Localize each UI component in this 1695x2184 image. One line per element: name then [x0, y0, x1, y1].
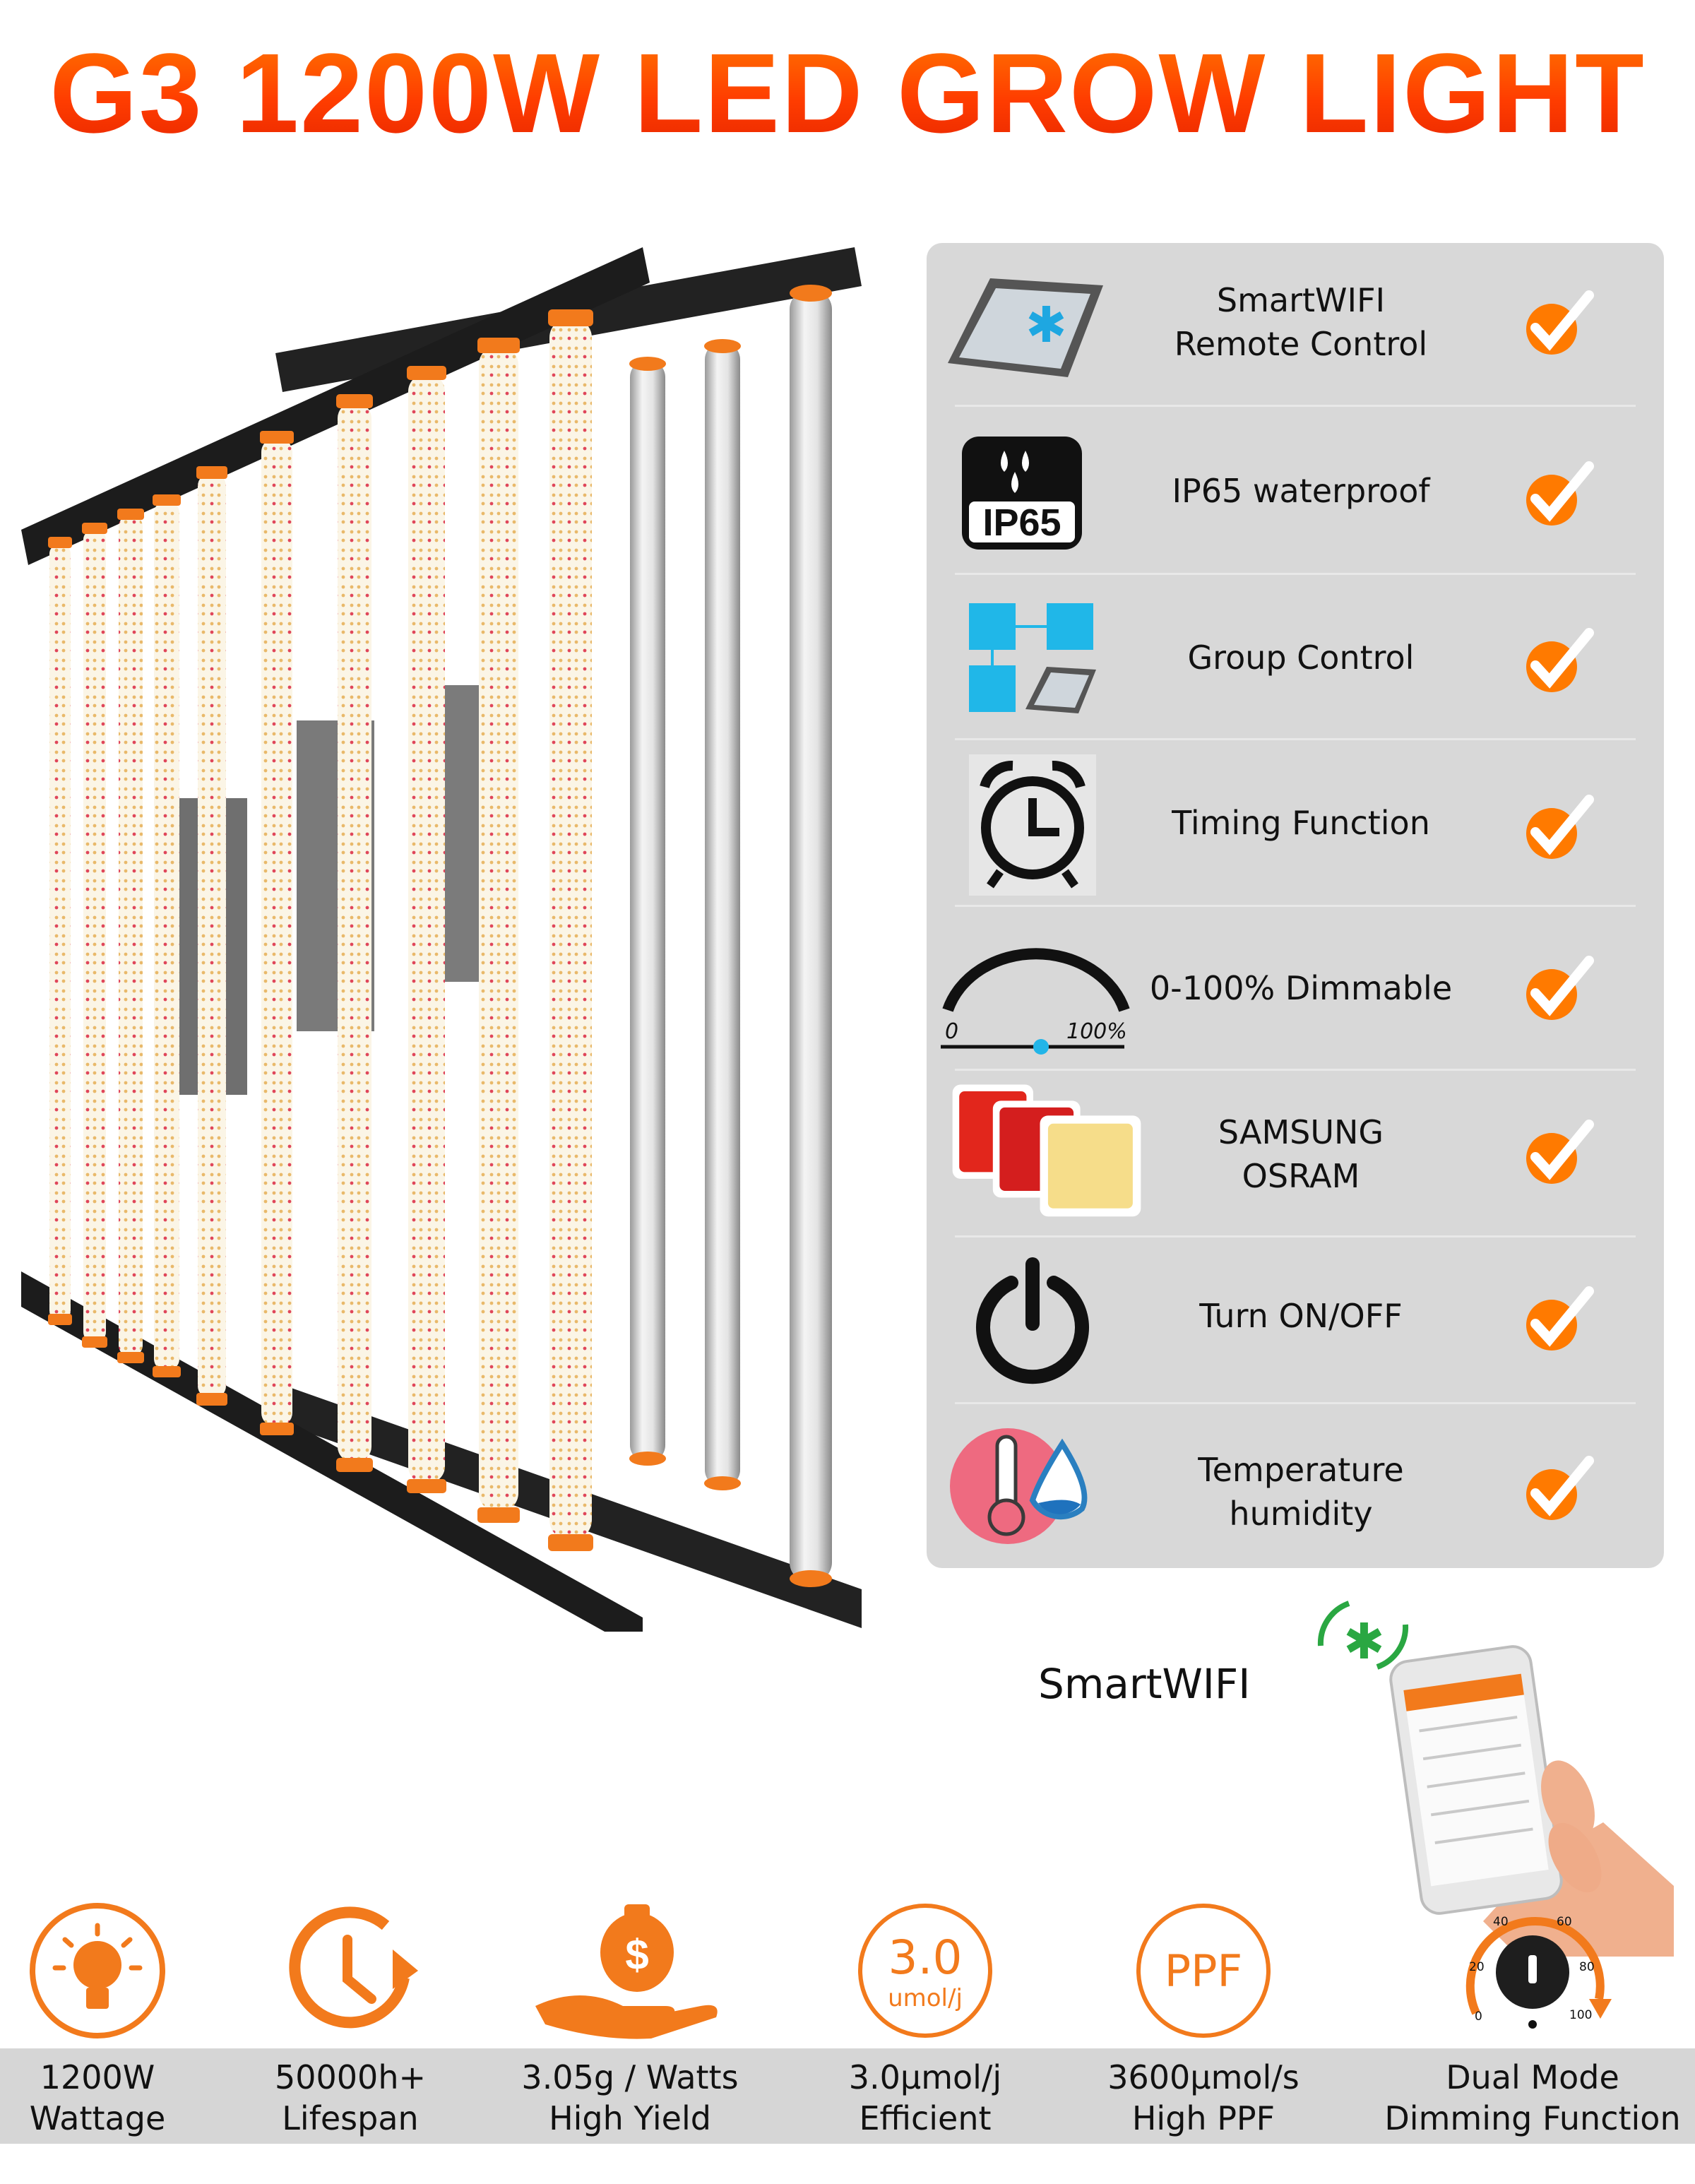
spec-value: Dual Mode: [1446, 2058, 1619, 2096]
spec-label: Lifespan: [282, 2099, 419, 2137]
dial-min-label: 0: [945, 1019, 958, 1044]
checkmark-icon: [1526, 461, 1594, 526]
knob-label-80: 80: [1579, 1960, 1595, 1974]
feature-label: Turn ON/OFF: [1199, 1297, 1403, 1335]
spec-yield: $ 3.05g / Watts High Yield: [496, 1900, 764, 2154]
clock-lifespan-icon: [289, 1906, 418, 2029]
feature-row-power: Turn ON/OFF: [927, 1238, 1664, 1404]
group-control-icon: [969, 603, 1096, 713]
spec-value: 3600μmol/s: [1107, 2058, 1300, 2096]
dial-max-label: 100%: [1066, 1019, 1127, 1044]
feature-panel: ✱ SmartWIFI Remote Control IP65 IP65 wat…: [927, 243, 1664, 1568]
svg-text:✱: ✱: [1025, 296, 1067, 354]
spec-text: 50000h+ Lifespan: [216, 2057, 484, 2139]
feature-row-timing: Timing Function: [927, 740, 1664, 907]
checkmark-icon: [1526, 795, 1594, 859]
feature-label: Timing Function: [1172, 804, 1430, 842]
spec-value: 3.05g / Watts: [521, 2058, 739, 2096]
alarm-clock-icon: [969, 754, 1096, 896]
money-hand-icon: $: [535, 1904, 718, 2039]
spec-label: Wattage: [29, 2099, 166, 2137]
feature-row-temp-humidity: Temperature humidity: [927, 1404, 1664, 1568]
spec-ppf: PPF 3600μmol/s High PPF: [1069, 1900, 1338, 2154]
dimmer-dial-icon: 0 100%: [941, 948, 1130, 1055]
dimming-knob-icon: 0 20 40 60 80 100: [1465, 1915, 1612, 2029]
divider: [955, 738, 1636, 740]
feature-row-group-control: Group Control: [927, 575, 1664, 740]
checkmark-icon: [1526, 956, 1594, 1020]
knob-label-100: 100: [1569, 2008, 1592, 2022]
led-chips-icon: [952, 1084, 1141, 1217]
spec-text: 3.0μmol/j Efficient: [791, 2057, 1059, 2139]
bulb-icon: [30, 1903, 165, 2038]
divider: [955, 1235, 1636, 1238]
feature-label: SmartWIFI Remote Control: [1174, 281, 1428, 363]
tablet-bluetooth-icon: ✱: [948, 278, 1103, 377]
feature-label: Temperature humidity: [1198, 1451, 1404, 1533]
feature-row-led-chips: SAMSUNG OSRAM: [927, 1071, 1664, 1238]
divider: [955, 905, 1636, 907]
dollar-text: $: [625, 1931, 648, 1978]
checkmark-icon: [1526, 1456, 1594, 1520]
divider: [955, 405, 1636, 407]
ppf-icon: PPF: [1136, 1904, 1271, 2038]
checkmark-icon: [1526, 1120, 1594, 1184]
feature-label: SAMSUNG OSRAM: [1218, 1113, 1384, 1195]
spec-dimming: 0 20 40 60 80 100 Dual Mode Dimming Func…: [1370, 1900, 1695, 2154]
power-icon: [976, 1257, 1089, 1384]
checkmark-icon: [1526, 628, 1594, 692]
feature-row-ip65: IP65 IP65 waterproof: [927, 407, 1664, 575]
efficiency-icon: 3.0 umol/j: [858, 1904, 992, 2038]
feature-row-smartwifi: ✱ SmartWIFI Remote Control: [927, 243, 1664, 407]
spec-band: [0, 2048, 1695, 2144]
feature-label: Group Control: [1187, 639, 1415, 677]
spec-value: 3.0μmol/j: [848, 2058, 1002, 2096]
spec-label: High PPF: [1131, 2099, 1275, 2137]
spec-lifespan: 50000h+ Lifespan: [216, 1900, 484, 2154]
ip65-text: IP65: [982, 502, 1061, 544]
knob-label-60: 60: [1557, 1915, 1572, 1929]
spec-text: 3.05g / Watts High Yield: [496, 2057, 764, 2139]
spec-text: 3600μmol/s High PPF: [1069, 2057, 1338, 2139]
spec-efficiency: 3.0 umol/j 3.0μmol/j Efficient: [791, 1900, 1059, 2154]
page-title: G3 1200W LED GROW LIGHT: [0, 28, 1695, 158]
spec-label: Efficient: [859, 2099, 992, 2137]
spec-value: 50000h+: [274, 2058, 427, 2096]
thermometer-humidity-icon: [950, 1428, 1088, 1544]
knob-label-20: 20: [1469, 1960, 1485, 1974]
efficiency-unit-text: umol/j: [888, 1984, 963, 2012]
feature-label: 0-100% Dimmable: [1149, 969, 1453, 1007]
knob-label-40: 40: [1493, 1915, 1509, 1929]
spec-text: Dual Mode Dimming Function: [1370, 2057, 1695, 2139]
divider: [955, 1069, 1636, 1071]
ip65-icon: IP65: [962, 437, 1082, 550]
spec-value: 1200W: [40, 2058, 155, 2096]
efficiency-value-text: 3.0: [888, 1930, 963, 1985]
svg-text:✱: ✱: [1343, 1613, 1385, 1670]
phone-in-hand-image: ✱: [1317, 1601, 1674, 1957]
feature-row-dimmable: 0 100% 0-100% Dimmable: [927, 907, 1664, 1071]
knob-label-0: 0: [1475, 2010, 1482, 2024]
spec-wattage: 1200W Wattage: [0, 1900, 232, 2154]
checkmark-icon: [1526, 1286, 1594, 1351]
smartwifi-label: SmartWIFI: [1038, 1660, 1251, 1708]
ppf-text: PPF: [1165, 1945, 1242, 1997]
bluetooth-signal-icon: ✱: [1317, 1601, 1409, 1670]
divider: [955, 573, 1636, 575]
divider: [955, 1402, 1636, 1404]
spec-label: Dimming Function: [1384, 2099, 1681, 2137]
spec-label: High Yield: [549, 2099, 711, 2137]
feature-label: IP65 waterproof: [1172, 472, 1430, 510]
grow-light-product-image: [21, 247, 862, 1632]
spec-text: 1200W Wattage: [0, 2057, 232, 2139]
checkmark-icon: [1526, 290, 1594, 355]
